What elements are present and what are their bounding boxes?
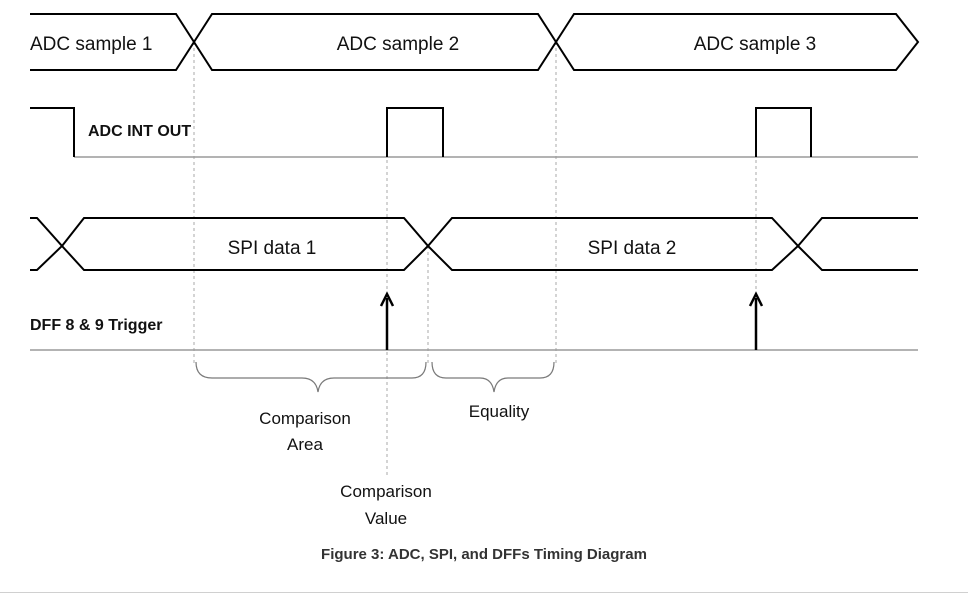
adc-int-out-label: ADC INT OUT	[88, 123, 191, 140]
comparison-value-label-line-1: Comparison	[340, 482, 432, 501]
spi-bus-trailing	[797, 217, 918, 271]
comparison-area-brace	[195, 361, 427, 393]
adc-bus-segment-3	[554, 13, 920, 71]
trigger-arrow-1-head	[379, 291, 395, 307]
adc-sample-label-1: ADC sample 1	[30, 34, 153, 55]
comparison-value-label-line-2: Value	[365, 509, 407, 528]
adc-int-out-signal	[30, 107, 918, 158]
spi-bus-leading	[30, 217, 64, 271]
equality-label: Equality	[469, 402, 530, 421]
trigger-arrow-2-head	[748, 291, 764, 307]
spi-data-bus	[30, 217, 918, 271]
spi-data-label-1: SPI data 1	[228, 238, 317, 259]
dff-trigger-label: DFF 8 & 9 Trigger	[30, 317, 162, 334]
comparison-area-label-line-1: Comparison	[259, 409, 351, 428]
comparison-area-label-line-2: Area	[287, 435, 323, 454]
guide-lines	[193, 42, 757, 478]
adc-sample-bus	[30, 13, 920, 71]
dff-trigger-signal	[30, 291, 918, 351]
timing-diagram: ADC sample 1 ADC sample 2 ADC sample 3 A…	[30, 13, 920, 528]
bottom-divider	[0, 592, 968, 593]
figure-caption: Figure 3: ADC, SPI, and DFFs Timing Diag…	[321, 546, 647, 563]
adc-sample-label-2: ADC sample 2	[337, 34, 460, 55]
equality-brace	[431, 361, 555, 393]
spi-data-label-2: SPI data 2	[588, 238, 677, 259]
adc-int-high-segments	[30, 107, 812, 157]
adc-sample-label-3: ADC sample 3	[694, 34, 817, 55]
braces	[195, 361, 555, 393]
